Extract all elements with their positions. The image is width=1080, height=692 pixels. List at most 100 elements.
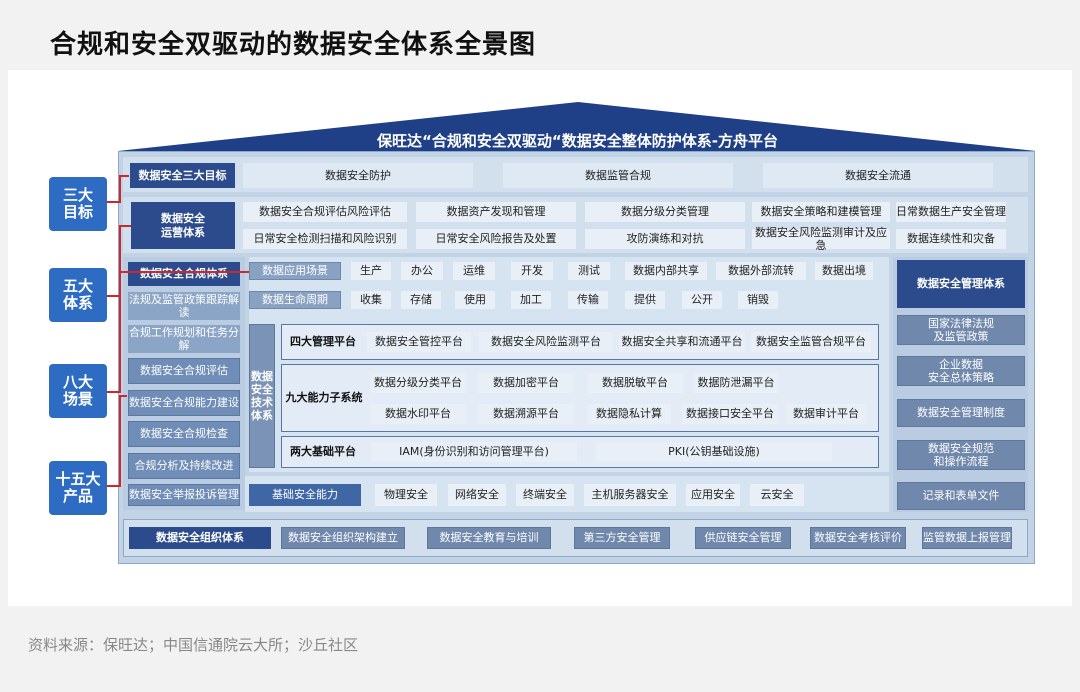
capability-item: 数据防泄漏平台: [694, 373, 778, 393]
management-item: 数据安全规范 和操作流程: [897, 440, 1025, 470]
lifecycle-item: 收集: [351, 291, 391, 309]
connector-line: [119, 271, 121, 393]
org-item: 数据安全考核评价: [810, 527, 906, 549]
scenario-item: 运维: [453, 262, 495, 280]
compliance-item: 合规分析及持续改进: [128, 453, 240, 479]
scenario-item: 数据内部共享: [625, 262, 707, 280]
ops-item: 日常安全检测扫描和风险识别: [243, 229, 407, 249]
ops-item: 数据分级分类管理: [585, 202, 745, 222]
ops-item: 攻防演练和对抗: [585, 229, 745, 249]
capability-item: 数据脱敏平台: [587, 373, 683, 393]
basic-item: 网络安全: [448, 484, 506, 506]
capability-item: 数据加密平台: [478, 373, 574, 393]
org-item: 监管数据上报管理: [922, 527, 1012, 549]
capability-item: 数据接口安全平台: [682, 404, 778, 424]
basic-item: 主机服务器安全: [584, 484, 676, 506]
basic-item: 物理安全: [375, 484, 437, 506]
org-item: 数据安全组织架构建立: [281, 527, 405, 549]
ops-item: 数据安全风险监测审计及应急: [752, 226, 890, 252]
compliance-item: 法规及监管政策跟踪解读: [128, 292, 240, 320]
connector-line: [119, 395, 127, 397]
scenarios-label: 数据应用场景: [249, 262, 341, 280]
mgmt-item: 数据安全管控平台: [367, 332, 471, 352]
goal-item: 数据安全流通: [763, 163, 993, 188]
ops-item: 数据资产发现和管理: [416, 202, 576, 222]
connector-line: [119, 395, 121, 487]
connector-line: [107, 391, 121, 393]
mgmt-label: 四大管理平台: [290, 335, 356, 349]
ops-item: 数据安全合规评估风险评估: [243, 202, 407, 222]
base-item: PKI(公钥基础设施): [596, 442, 832, 462]
scenario-item: 测试: [568, 262, 610, 280]
connector-line: [107, 295, 121, 297]
goals-label: 数据安全三大目标: [130, 163, 235, 188]
tech-label: 数据 安全 技术 体系: [249, 324, 275, 468]
compliance-item: 数据安全举报投诉管理: [128, 484, 240, 506]
scenario-item: 生产: [351, 262, 391, 280]
scenario-item: 数据出境: [815, 262, 873, 280]
ops-label: 数据安全 运营体系: [131, 202, 235, 249]
connector-line: [119, 225, 131, 227]
connector-line: [119, 175, 129, 177]
lifecycle-item: 公开: [682, 291, 722, 309]
connector-line: [107, 201, 121, 203]
base-label: 两大基础平台: [290, 445, 356, 459]
lifecycle-item: 传输: [568, 291, 608, 309]
side-label-scenarios: 八大 场景: [49, 364, 107, 418]
goal-item: 数据安全防护: [243, 163, 473, 188]
connector-line: [107, 485, 121, 487]
mgmt-item: 数据安全监管合规平台: [751, 332, 871, 352]
org-item: 供应链安全管理: [695, 527, 791, 549]
side-label-systems: 五大 体系: [49, 268, 107, 322]
ops-item: 数据连续性和灾备: [896, 229, 1006, 249]
lifecycle-item: 提供: [625, 291, 665, 309]
lifecycle-item: 销毁: [738, 291, 778, 309]
connector-line: [119, 175, 121, 203]
basic-item: 应用安全: [686, 484, 740, 506]
mgmt-item: 数据安全风险监测平台: [479, 332, 613, 352]
capability-item: 数据隐私计算: [587, 404, 671, 424]
goal-item: 数据监管合规: [503, 163, 733, 188]
capability-item: 数据水印平台: [370, 404, 466, 424]
org-item: 第三方安全管理: [574, 527, 670, 549]
mgmt-item: 数据安全共享和流通平台: [619, 332, 745, 352]
compliance-item: 数据安全合规评估: [128, 358, 240, 384]
page-title: 合规和安全双驱动的数据安全体系全景图: [50, 30, 537, 60]
side-label-products: 十五大 产品: [49, 461, 107, 515]
ops-item: 日常安全风险报告及处置: [416, 229, 576, 249]
lifecycle-label: 数据生命周期: [249, 291, 341, 309]
scenario-item: 办公: [401, 262, 443, 280]
scenario-item: 开发: [511, 262, 553, 280]
compliance-item: 合规工作规划和任务分解: [128, 325, 240, 353]
management-item: 记录和表单文件: [897, 482, 1025, 510]
connector-line: [119, 271, 249, 273]
capability-label: 九大能力子系统: [285, 391, 363, 405]
roof-title: 保旺达“合规和安全双驱动“数据安全整体防护体系-方舟平台: [377, 132, 778, 150]
ops-item: 数据安全策略和建模管理: [752, 202, 890, 222]
capability-item: 数据溯源平台: [478, 404, 574, 424]
source-note: 资料来源：保旺达；中国信通院云大所；沙丘社区: [28, 636, 359, 654]
lifecycle-item: 加工: [511, 291, 551, 309]
lifecycle-item: 使用: [455, 291, 495, 309]
connector-line: [119, 225, 121, 297]
management-item: 数据安全管理制度: [897, 399, 1025, 427]
basic-item: 终端安全: [516, 484, 574, 506]
basic-item: 云安全: [750, 484, 804, 506]
capability-item: 数据审计平台: [786, 404, 866, 424]
base-item: IAM(身份识别和访问管理平台): [371, 442, 577, 462]
management-item: 企业数据 安全总体策略: [897, 356, 1025, 386]
scenario-item: 数据外部流转: [716, 262, 806, 280]
lifecycle-item: 存储: [401, 291, 441, 309]
org-item: 数据安全教育与培训: [427, 527, 551, 549]
ops-item: 日常数据生产安全管理: [896, 202, 1006, 222]
compliance-item: 数据安全合规检查: [128, 421, 240, 447]
management-label: 数据安全管理体系: [897, 260, 1025, 308]
compliance-item: 数据安全合规能力建设: [128, 390, 240, 416]
side-label-goals: 三大 目标: [49, 177, 107, 231]
basic-label: 基础安全能力: [249, 484, 361, 506]
management-item: 国家法律法规 及监管政策: [897, 315, 1025, 345]
compliance-label: 数据安全合规体系: [128, 262, 240, 286]
org-label: 数据安全组织体系: [129, 527, 271, 549]
